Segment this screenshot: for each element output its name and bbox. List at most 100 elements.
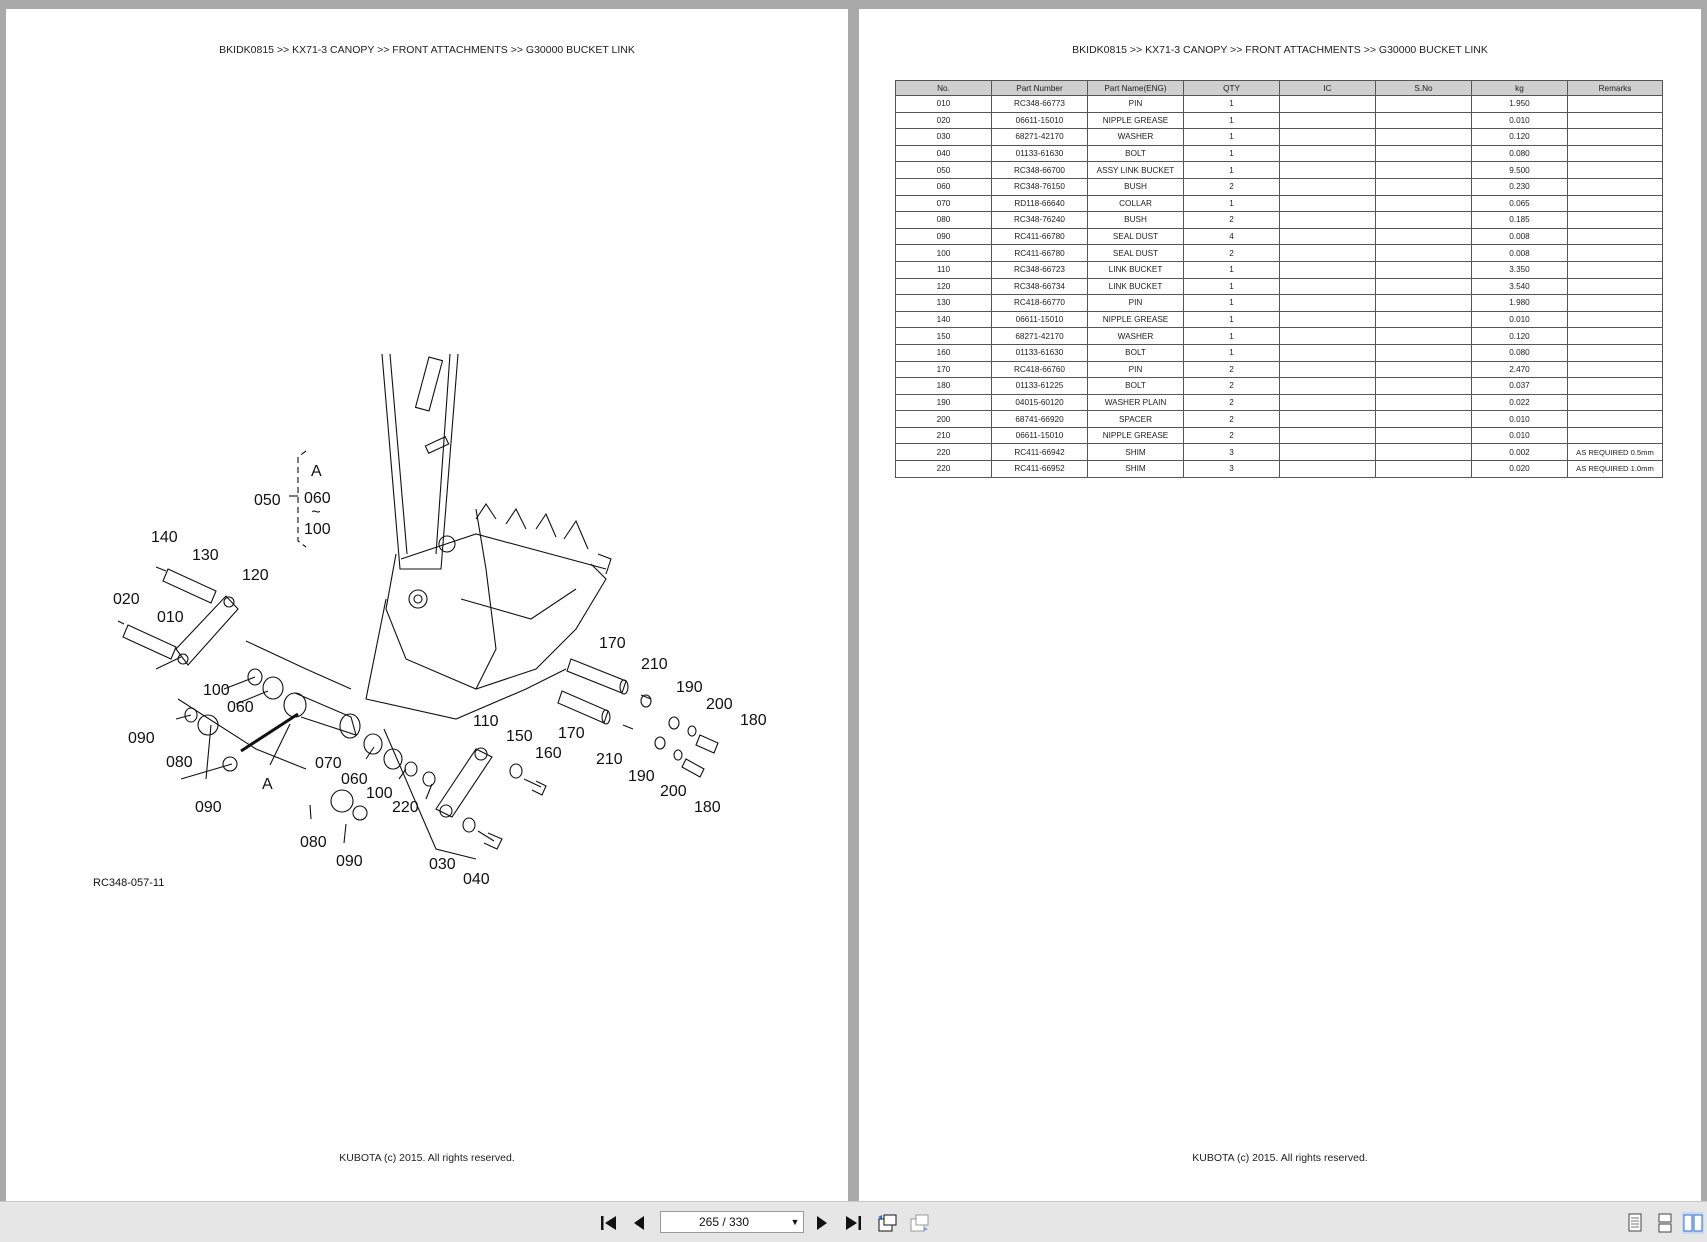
label-080-a: 080 <box>166 754 193 771</box>
table-cell: 01133-61630 <box>991 343 1088 362</box>
label-090-b: 090 <box>195 799 222 816</box>
rotate-left-icon[interactable] <box>876 1212 898 1234</box>
label-200-b: 200 <box>660 783 687 800</box>
table-cell <box>1567 95 1663 113</box>
first-page-icon[interactable] <box>598 1212 620 1234</box>
table-cell: SPACER <box>1087 410 1184 428</box>
chevron-down-icon[interactable]: ▼ <box>790 1217 800 1227</box>
table-cell: 06611-15010 <box>991 111 1088 130</box>
table-cell: SHIM <box>1087 460 1184 478</box>
table-cell <box>1279 310 1376 329</box>
table-cell <box>1567 360 1663 379</box>
table-cell: RC411-66780 <box>991 227 1088 246</box>
table-cell: 2 <box>1183 211 1280 229</box>
table-cell: 0.008 <box>1471 244 1568 262</box>
table-cell <box>1279 177 1376 196</box>
table-cell <box>1567 227 1663 246</box>
table-cell: 4 <box>1183 227 1280 246</box>
table-cell <box>1375 343 1472 362</box>
table-cell <box>1375 410 1472 428</box>
table-cell: 100 <box>895 244 992 262</box>
column-header: Remarks <box>1567 80 1663 96</box>
table-cell: SEAL DUST <box>1087 244 1184 262</box>
label-080-b: 080 <box>300 834 327 851</box>
label-220: 220 <box>392 799 419 816</box>
table-cell: 0.020 <box>1471 460 1568 478</box>
table-cell: 120 <box>895 277 992 296</box>
table-cell <box>1279 194 1376 213</box>
page-number-input[interactable]: 265 / 330 ▼ <box>660 1211 804 1233</box>
prev-page-icon[interactable] <box>628 1212 650 1234</box>
single-page-icon[interactable] <box>1624 1212 1646 1234</box>
rotate-right-icon[interactable] <box>908 1212 930 1234</box>
table-cell <box>1567 294 1663 312</box>
table-cell <box>1279 161 1376 179</box>
table-cell: 0.120 <box>1471 128 1568 146</box>
label-130: 130 <box>192 547 219 564</box>
table-cell <box>1375 393 1472 412</box>
table-cell: AS REQUIRED 1.0mm <box>1567 460 1663 478</box>
table-cell: 050 <box>895 161 992 179</box>
label-100-c: 100 <box>366 785 393 802</box>
table-cell <box>1375 244 1472 262</box>
label-060-c: 060 <box>341 771 368 788</box>
table-cell: 68271-42170 <box>991 128 1088 146</box>
label-200-a: 200 <box>706 696 733 713</box>
table-cell: 0.010 <box>1471 410 1568 428</box>
label-100-a: 100 <box>304 521 331 538</box>
label-050: 050 <box>254 492 281 509</box>
diagram-code: RC348-057-11 <box>93 877 164 889</box>
label-100-b: 100 <box>203 682 230 699</box>
table-cell <box>1279 211 1376 229</box>
label-110: 110 <box>473 713 499 730</box>
table-cell <box>1567 128 1663 146</box>
table-cell <box>1279 393 1376 412</box>
table-cell <box>1375 310 1472 329</box>
label-210-a: 210 <box>641 656 668 673</box>
table-cell: 0.065 <box>1471 194 1568 213</box>
table-cell: 2 <box>1183 244 1280 262</box>
table-cell <box>1375 460 1472 478</box>
table-cell <box>1567 410 1663 428</box>
table-cell <box>1279 377 1376 395</box>
breadcrumb: BKIDK0815 >> KX71-3 CANOPY >> FRONT ATTA… <box>219 44 635 56</box>
table-cell: 040 <box>895 144 992 163</box>
table-cell: 060 <box>895 177 992 196</box>
table-cell: 1 <box>1183 343 1280 362</box>
table-cell: 2 <box>1183 377 1280 395</box>
table-cell: 1 <box>1183 310 1280 329</box>
two-page-icon[interactable] <box>1682 1212 1704 1234</box>
column-header: Part Number <box>991 80 1088 96</box>
table-cell <box>1375 277 1472 296</box>
table-cell <box>1279 128 1376 146</box>
table-cell <box>1567 277 1663 296</box>
viewer-toolbar: 265 / 330 ▼ <box>0 1201 1707 1242</box>
table-cell: BOLT <box>1087 377 1184 395</box>
table-cell <box>1375 443 1472 462</box>
table-cell: 01133-61225 <box>991 377 1088 395</box>
table-cell: ASSY LINK BUCKET <box>1087 161 1184 179</box>
right-page: BKIDK0815 >> KX71-3 CANOPY >> FRONT ATTA… <box>859 9 1701 1201</box>
table-cell: 130 <box>895 294 992 312</box>
continuous-page-icon[interactable] <box>1654 1212 1676 1234</box>
left-page: BKIDK0815 >> KX71-3 CANOPY >> FRONT ATTA… <box>6 9 848 1201</box>
table-cell: 030 <box>895 128 992 146</box>
table-cell: LINK BUCKET <box>1087 260 1184 279</box>
next-page-icon[interactable] <box>811 1212 833 1234</box>
table-cell <box>1279 244 1376 262</box>
last-page-icon[interactable] <box>842 1212 864 1234</box>
table-cell: 3.350 <box>1471 260 1568 279</box>
table-cell: 3 <box>1183 443 1280 462</box>
table-cell <box>1567 377 1663 395</box>
table-cell: PIN <box>1087 294 1184 312</box>
label-090-c: 090 <box>336 853 363 870</box>
breadcrumb: BKIDK0815 >> KX71-3 CANOPY >> FRONT ATTA… <box>1072 44 1488 56</box>
table-cell: RC348-76240 <box>991 211 1088 229</box>
